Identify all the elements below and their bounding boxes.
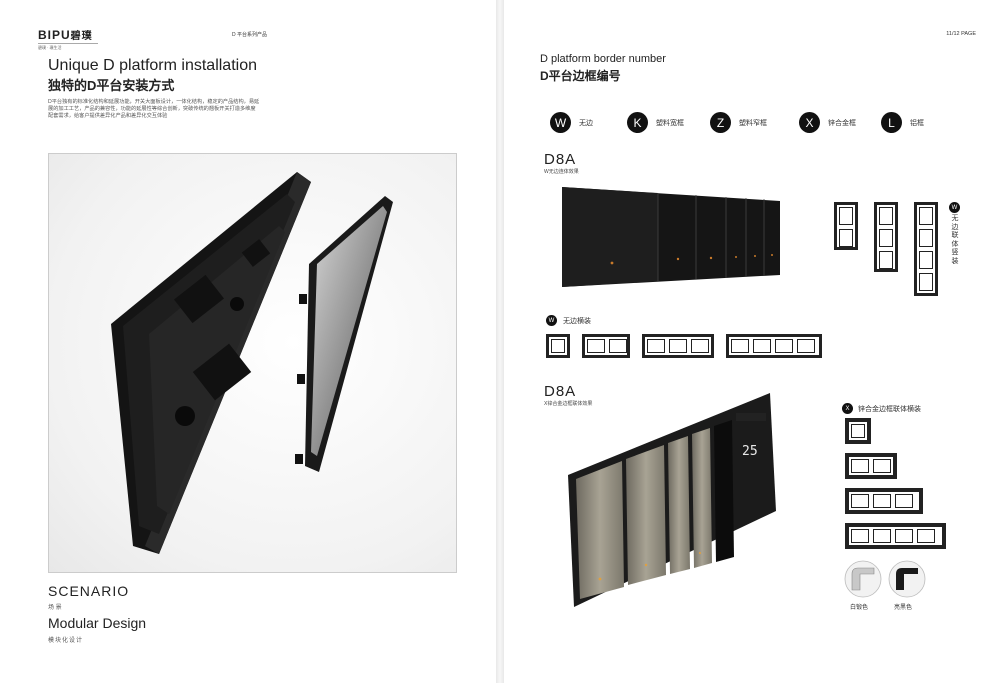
letter-z-icon: Z (710, 112, 731, 133)
model-subtitle-2: X锌合金边框联体效果 (544, 401, 593, 407)
borderless-panel-image (562, 183, 782, 291)
model-name: D8A (544, 151, 577, 168)
legend-label: 塑料宽框 (656, 119, 684, 127)
thermostat-reading: 25 (742, 444, 758, 459)
legend-label: 塑料窄框 (739, 119, 767, 127)
legend-item-k: K 塑料宽框 (627, 112, 684, 133)
swatch-label-white: 白锻色 (850, 605, 869, 611)
horizontal-frame-1 (546, 334, 570, 358)
page-number: 11/12 PAGE (946, 31, 976, 37)
borderless-panel-illustration (562, 187, 780, 287)
horizontal-label: 无边横装 (563, 317, 591, 325)
border-legend: W 无边 K 塑料宽框 Z 塑料窄框 X 锌合金框 L 铝框 (550, 112, 970, 134)
letter-w-icon: W (546, 315, 557, 326)
legend-label: 无边 (579, 119, 593, 127)
vertical-frame-2 (834, 202, 858, 250)
product-photo (48, 153, 457, 573)
intro-paragraph: D平台独有的标准化结构和延展功能，开关大面板设计，一体化结构，稳定的产品结构，易… (48, 99, 260, 119)
letter-l-icon: L (881, 112, 902, 133)
logo-tagline: 碧璞 · 璞生活 (38, 43, 98, 51)
zinc-label: 锌合金边框联体横装 (858, 405, 921, 413)
horizontal-frame-3 (642, 334, 714, 358)
legend-item-z: Z 塑料窄框 (710, 112, 767, 133)
zinc-frame-1 (845, 418, 871, 444)
page-title-cn: 独特的D平台安装方式 (48, 78, 175, 93)
model-subtitle: W无边连体效果 (544, 169, 579, 175)
letter-w-icon: W (949, 202, 960, 213)
border-title-cn: D平台边框编号 (540, 69, 621, 83)
logo-word: BIPU (38, 28, 71, 42)
scenario-heading-en: SCENARIO (48, 583, 130, 599)
logo-cn: 碧璞 (70, 31, 93, 42)
zinc-frame-3 (845, 488, 923, 514)
zinc-frame-4 (845, 523, 946, 549)
vertical-label: 无边联体竖装 (951, 215, 959, 265)
vertical-badge: W (949, 202, 960, 213)
swatch-glossy-black (888, 560, 926, 598)
legend-item-l: L 铝框 (881, 112, 924, 133)
switch-base-illustration (111, 172, 393, 554)
horizontal-frame-4 (726, 334, 822, 358)
page-gutter (496, 0, 504, 683)
right-page: 11/12 PAGE D platform border number D平台边… (504, 0, 1000, 683)
horizontal-heading: W 无边横装 (546, 315, 591, 326)
border-title-en: D platform border number (540, 53, 666, 65)
brand-logo: BIPU碧璞 碧璞 · 璞生活 (38, 27, 98, 51)
letter-w-icon: W (550, 112, 571, 133)
swatch-white-forged (844, 560, 882, 598)
modular-heading-cn: 模块化设计 (48, 638, 84, 644)
legend-item-x: X 锌合金框 (799, 112, 856, 133)
series-label: D 平台系列产品 (232, 32, 268, 38)
model-name-2: D8A (544, 383, 577, 400)
zinc-frame-2 (845, 453, 897, 479)
letter-x-icon: X (799, 112, 820, 133)
zinc-heading: X 锌合金边框联体横装 (842, 403, 921, 414)
legend-label: 铝框 (910, 119, 924, 127)
left-page: BIPU碧璞 碧璞 · 璞生活 D 平台系列产品 Unique D platfo… (0, 0, 496, 683)
vertical-frame-3 (874, 202, 898, 272)
letter-k-icon: K (627, 112, 648, 133)
letter-x-icon: X (842, 403, 853, 414)
scenario-heading-cn: 场 景 (48, 605, 62, 611)
page-title-en: Unique D platform installation (48, 57, 257, 74)
zinc-panel-illustration: 25 (568, 393, 776, 607)
horizontal-frame-2 (582, 334, 630, 358)
legend-label: 锌合金框 (828, 119, 856, 127)
vertical-frame-4 (914, 202, 938, 296)
legend-item-w: W 无边 (550, 112, 593, 133)
modular-heading-en: Modular Design (48, 615, 147, 631)
zinc-frame-panel-image: 25 (564, 393, 776, 611)
swatch-label-black: 亮黑色 (894, 605, 913, 611)
